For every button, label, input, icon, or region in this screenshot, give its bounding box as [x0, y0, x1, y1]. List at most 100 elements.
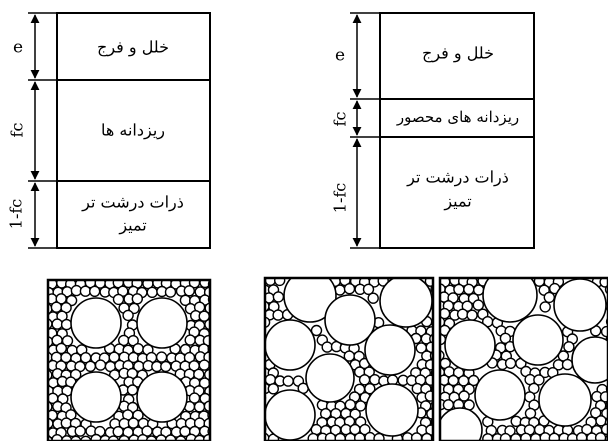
fine-particle [254, 292, 264, 302]
fine-particle [599, 391, 608, 403]
fine-particle [499, 332, 512, 344]
fine-particle [599, 278, 608, 288]
fine-particle [128, 302, 140, 315]
fine-particle [590, 407, 602, 419]
fine-particle [50, 301, 63, 313]
left-coarse-layer-label-line1: ذرات درشت تر [81, 193, 184, 212]
fines-dominated-packing [48, 269, 210, 441]
fine-particle [349, 408, 361, 420]
fine-particle [282, 375, 294, 387]
coarse-particle [440, 407, 483, 441]
left-phase-diagram: e fc 1-fc خلل و فرج ریزدانه ها ذرات درشت… [7, 12, 211, 249]
fine-particle [199, 280, 210, 289]
fine-particle [482, 267, 492, 277]
fine-particle [431, 268, 441, 278]
coarse-particle [474, 369, 526, 421]
fine-particle [373, 432, 385, 441]
coarse-particle [324, 294, 376, 346]
fine-particle [274, 278, 286, 287]
fine-particle [48, 299, 49, 302]
fine-particle [272, 291, 285, 303]
fine-particle [55, 280, 58, 281]
coarse-particle [482, 278, 538, 323]
fine-particle [362, 283, 375, 295]
fine-particle [413, 278, 420, 279]
fine-particle [543, 291, 555, 304]
left-coarse-layer-label-line2: تمیز [118, 216, 146, 235]
fine-particle [288, 267, 298, 277]
coarse-particle [553, 278, 607, 332]
fine-particle [369, 374, 381, 386]
fine-particle [55, 342, 67, 355]
fine-particle [359, 423, 371, 436]
fine-particle [589, 278, 593, 279]
fine-particle [112, 426, 124, 438]
fine-particle [155, 351, 168, 363]
fine-particle [61, 335, 74, 347]
fine-particle [265, 278, 269, 279]
coarse-dominated-packing-b [440, 267, 608, 441]
fine-particle [74, 425, 86, 437]
fine-particle [177, 280, 184, 281]
fine-particle [373, 267, 383, 277]
fine-particle [48, 280, 51, 281]
fine-particle [424, 359, 433, 371]
fine-particle [126, 384, 139, 396]
packing-frame-2 [263, 276, 435, 441]
fine-particle [424, 390, 433, 402]
fine-particle [600, 423, 608, 435]
left-coarse-fraction-label: 1-fc [7, 199, 26, 230]
fine-particle [550, 278, 557, 279]
fine-particle [188, 280, 193, 281]
fine-particle [100, 269, 110, 279]
fine-particle [466, 309, 478, 321]
coarse-particle [379, 278, 433, 328]
fine-particle [354, 267, 364, 277]
fine-particle [51, 318, 63, 330]
fine-particle [48, 430, 49, 436]
fine-particle [254, 343, 264, 353]
fine-particle [209, 313, 210, 320]
fine-particle [171, 280, 174, 281]
fine-particle [63, 280, 70, 281]
right-phase-diagram: e fc 1-fc خلل و فرج ریزدانه های محصور ذر… [331, 12, 535, 249]
coarse-particle [70, 371, 122, 423]
fine-particle [198, 359, 210, 371]
fine-particle [327, 267, 337, 277]
coarse-particle [444, 319, 496, 371]
fine-particle [130, 280, 137, 281]
fine-particle [367, 292, 379, 304]
fine-particle [83, 280, 89, 281]
right-coarse-layer-label-line1: ذرات درشت تر [406, 168, 509, 187]
fine-particle [458, 390, 470, 402]
fine-particle [310, 324, 323, 337]
packing-frame-1 [46, 278, 212, 441]
coarse-particle [365, 383, 419, 437]
fine-particle [504, 357, 517, 369]
fine-particle [122, 309, 134, 322]
fine-particle [531, 267, 541, 277]
fine-particle [424, 374, 433, 386]
left-fines-fraction-label: fc [8, 123, 27, 138]
fine-particle [338, 278, 343, 279]
coarse-particle [265, 319, 316, 371]
fine-particle [48, 280, 49, 286]
fine-particle [539, 301, 551, 313]
fine-particle [365, 278, 372, 279]
coarse-particle [136, 371, 188, 423]
fine-particle [364, 383, 376, 395]
fine-particle [472, 299, 484, 311]
left-phase-box [56, 12, 211, 249]
coarse-particle [70, 297, 122, 349]
coarse-particle [538, 373, 592, 427]
fine-particle [472, 267, 482, 277]
fine-particle [203, 433, 210, 441]
fine-particle [343, 283, 356, 295]
fine-particle [207, 280, 210, 281]
fine-particle [48, 396, 49, 402]
fine-particle [112, 280, 116, 281]
fine-particle [60, 318, 73, 331]
right-coarse-fraction-label: 1-fc [331, 183, 350, 214]
fine-particle [321, 341, 333, 353]
fine-particle [94, 359, 107, 371]
